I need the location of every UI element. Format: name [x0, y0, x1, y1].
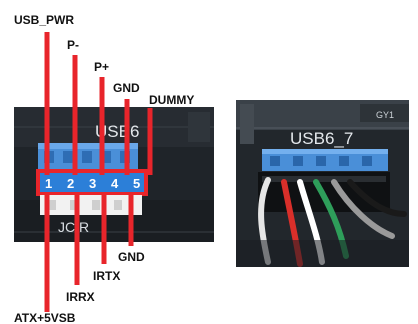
label-p-plus: P+	[94, 60, 109, 74]
silkscreen-usb6-7-label: USB6_7	[290, 129, 353, 148]
pin-number-3: 3	[89, 176, 96, 191]
left-photo: USB6 1 2 3 4 5 JCIR	[14, 107, 214, 242]
label-atx5vsb: ATX+5VSB	[14, 311, 76, 324]
pin-number-2: 2	[67, 176, 74, 191]
pin-number-5: 5	[133, 176, 140, 191]
right-photo: GY1 USB6_7	[236, 100, 409, 267]
label-dummy: DUMMY	[149, 93, 194, 107]
label-p-minus: P-	[67, 38, 79, 52]
pin-number-1: 1	[45, 176, 52, 191]
label-irtx: IRTX	[93, 269, 120, 283]
label-gnd-top: GND	[113, 81, 140, 95]
label-usb-pwr: USB_PWR	[14, 13, 74, 27]
silkscreen-gy1-label: GY1	[376, 110, 394, 120]
label-gnd-bottom: GND	[118, 250, 145, 264]
label-irrx: IRRX	[66, 290, 95, 304]
pin-number-4: 4	[111, 176, 119, 191]
silkscreen-jcir-label: JCIR	[58, 219, 89, 235]
